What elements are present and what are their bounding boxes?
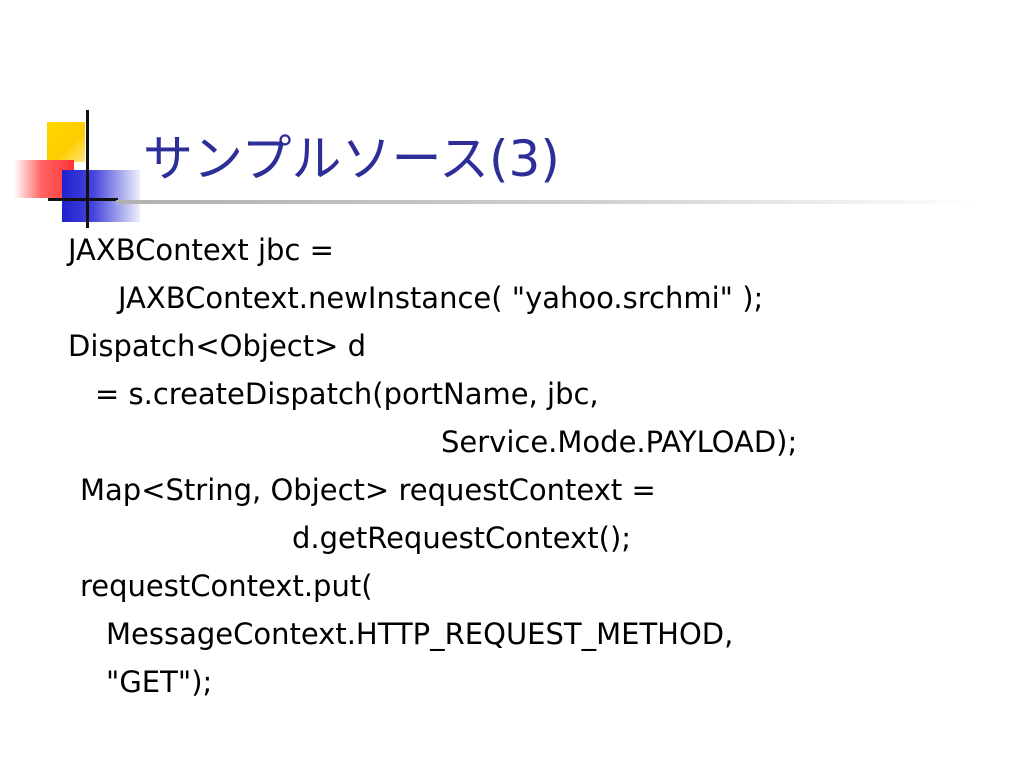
logo-blue-square [62, 170, 140, 222]
code-line: JAXBContext jbc = [68, 233, 334, 267]
slide-title: サンプルソース(3) [143, 130, 560, 188]
code-line: Map<String, Object> requestContext = [80, 473, 656, 507]
logo-yellow-square [47, 122, 85, 162]
title-underline [116, 200, 976, 204]
code-line: JAXBContext.newInstance( "yahoo.srchmi" … [118, 281, 764, 315]
code-line: = s.createDispatch(portName, jbc, [95, 377, 599, 411]
code-line: MessageContext.HTTP_REQUEST_METHOD, [106, 617, 734, 651]
logo-horizontal-line [48, 198, 118, 201]
code-line: d.getRequestContext(); [292, 521, 632, 555]
logo-vertical-line [86, 110, 89, 228]
code-line: requestContext.put( [80, 569, 373, 603]
code-line: Service.Mode.PAYLOAD); [441, 425, 798, 459]
code-line: Dispatch<Object> d [68, 329, 367, 363]
code-block: JAXBContext jbc = JAXBContext.newInstanc… [0, 226, 1024, 706]
slide-logo-decoration [0, 100, 140, 230]
code-line: "GET"); [106, 665, 213, 699]
